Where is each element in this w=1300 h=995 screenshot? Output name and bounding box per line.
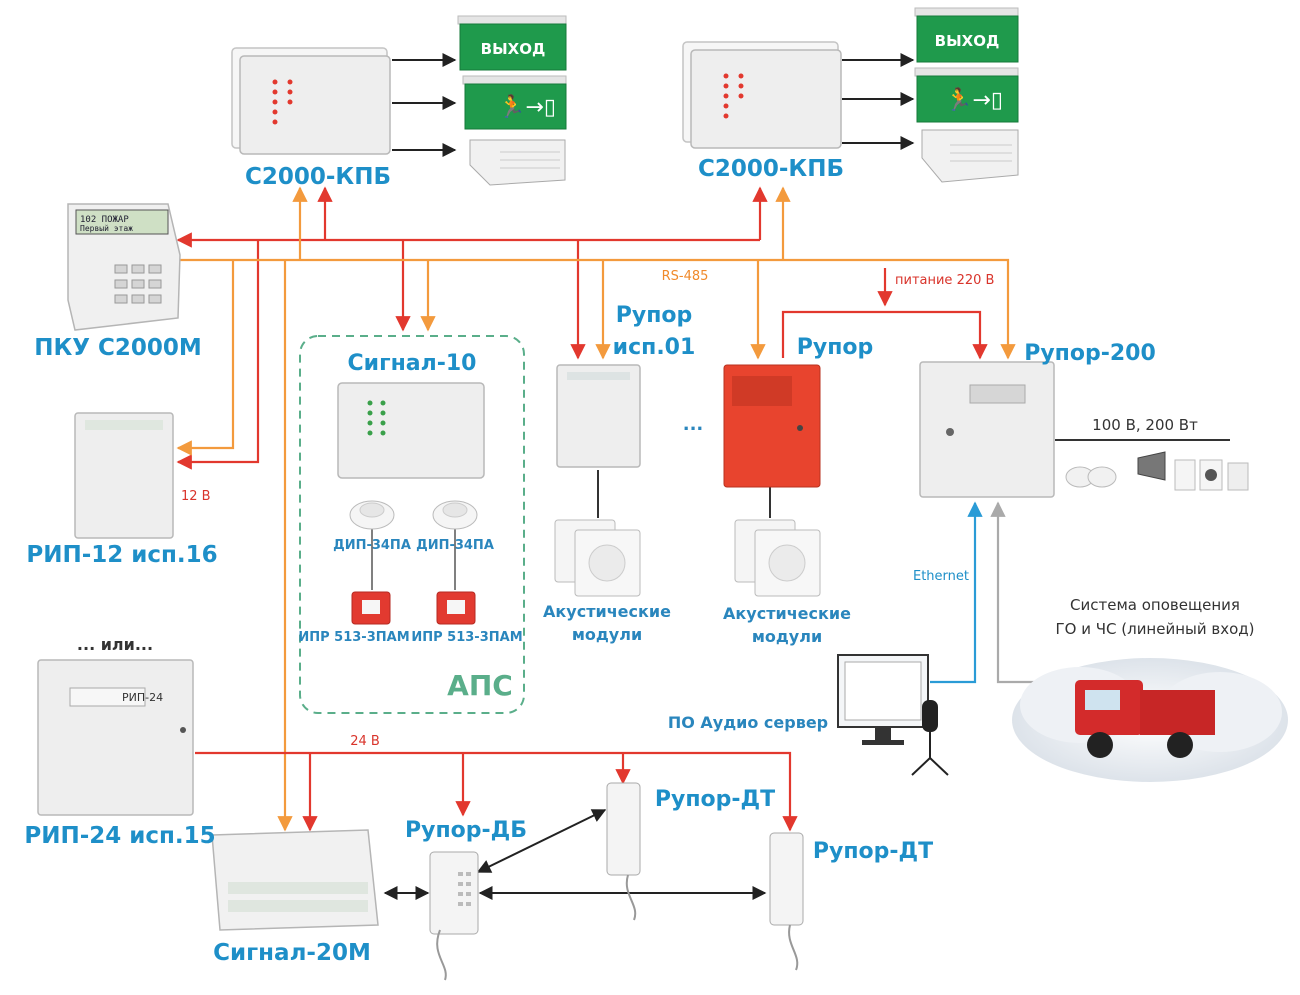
exit-sign-left: [457, 15, 567, 71]
connection-lines: [176, 53, 1230, 900]
ipr1-label: ИПР 513-3ПАМ: [298, 630, 409, 645]
kpb-right-device: [682, 41, 842, 149]
kpb-right-label: С2000-КПБ: [698, 156, 844, 182]
rs485-orange-bus: [178, 258, 1016, 360]
rip12-label: РИП-12 исп.16: [26, 542, 217, 568]
pku-label: ПКУ С2000М: [34, 335, 202, 361]
rupor-isp01-label-line1: Рупор: [616, 303, 693, 328]
rip24-voltage-label: 24 В: [350, 734, 380, 749]
rupor-dt1-label: Рупор-ДТ: [655, 787, 775, 812]
signal20m-device: [211, 829, 379, 931]
kpb-left-device: [231, 47, 391, 155]
ellipsis-label: ...: [683, 414, 704, 435]
rupor-db-device: [429, 851, 479, 981]
go-label-line2: ГО и ЧС (линейный вход): [1055, 620, 1254, 638]
smoke-detector-1: [349, 500, 395, 530]
rupor-label: Рупор: [797, 335, 874, 360]
rip24-device: [37, 659, 194, 816]
pku-display-line2: Первый этаж: [80, 224, 133, 233]
audio-server-label: ПО Аудио сервер: [668, 713, 828, 732]
exit-sign-right-text: ВЫХОД: [935, 32, 1000, 50]
exit-sign-left-text: ВЫХОД: [481, 40, 546, 58]
pku-display-line1: 102 ПОЖАР: [80, 215, 129, 225]
dip1-label: ДИП-34ПА: [333, 538, 411, 553]
aps-label: АПС: [447, 669, 513, 702]
acoustic1-label-line2: модули: [572, 625, 642, 644]
rip12-voltage-label: 12 В: [181, 489, 211, 504]
signal10-device: [337, 382, 485, 479]
acoustic-modules-1: [554, 519, 641, 597]
ipr2-label: ИПР 513-3ПАМ: [411, 630, 522, 645]
manual-call-point-2: [436, 591, 476, 625]
speaker-power-label: 100 В, 200 Вт: [1092, 416, 1198, 434]
ethernet-label: Ethernet: [913, 569, 969, 584]
kpb-left-label: С2000-КПБ: [245, 164, 391, 190]
signal10-label: Сигнал-10: [348, 351, 477, 376]
rupor-dt-device-1: [606, 782, 641, 921]
exit-sign-right: [914, 7, 1019, 63]
svg-text:🏃→▯: 🏃→▯: [498, 94, 556, 120]
fire-truck: [1075, 680, 1215, 758]
rip24-label: РИП-24 исп.15: [24, 823, 215, 849]
rupor-red-device: [723, 364, 821, 488]
or-label: ... или...: [77, 635, 153, 654]
rupor200-device: [919, 361, 1055, 498]
rs485-label: RS-485: [662, 269, 709, 284]
siren-right: [921, 129, 1019, 183]
audio-server-pc: [837, 654, 949, 776]
acoustic-modules-2: [734, 519, 821, 597]
dip2-label: ДИП-34ПА: [416, 538, 494, 553]
acoustic2-label-line2: модули: [752, 627, 822, 646]
power220-label: питание 220 В: [895, 273, 994, 288]
rupor200-label: Рупор-200: [1024, 341, 1156, 366]
acoustic1-label-line1: Акустические: [543, 602, 671, 621]
loudspeakers-group: [1065, 451, 1249, 491]
rip24-panel-text: РИП-24: [122, 691, 163, 704]
evac-sign-right: 🏃→▯: [914, 67, 1019, 123]
evac-sign-left: 🏃→▯: [462, 75, 567, 130]
pku-keypad-device: [67, 203, 181, 331]
rupor-isp01-device: [556, 364, 641, 468]
manual-call-point-1: [351, 591, 391, 625]
rip12-device: [74, 412, 174, 539]
siren-left: [469, 139, 566, 186]
aps-area: [299, 335, 525, 714]
svg-text:🏃→▯: 🏃→▯: [945, 87, 1003, 113]
smoke-detector-2: [432, 500, 478, 530]
go-label-line1: Система оповещения: [1070, 596, 1240, 614]
rupor-dt-device-2: [769, 832, 804, 971]
rupor-dt2-label: Рупор-ДТ: [813, 839, 933, 864]
acoustic2-label-line1: Акустические: [723, 604, 851, 623]
rupor-isp01-label-line2: исп.01: [613, 335, 696, 360]
rupor-db-label: Рупор-ДБ: [405, 818, 527, 843]
signal20m-label: Сигнал-20М: [213, 940, 371, 966]
